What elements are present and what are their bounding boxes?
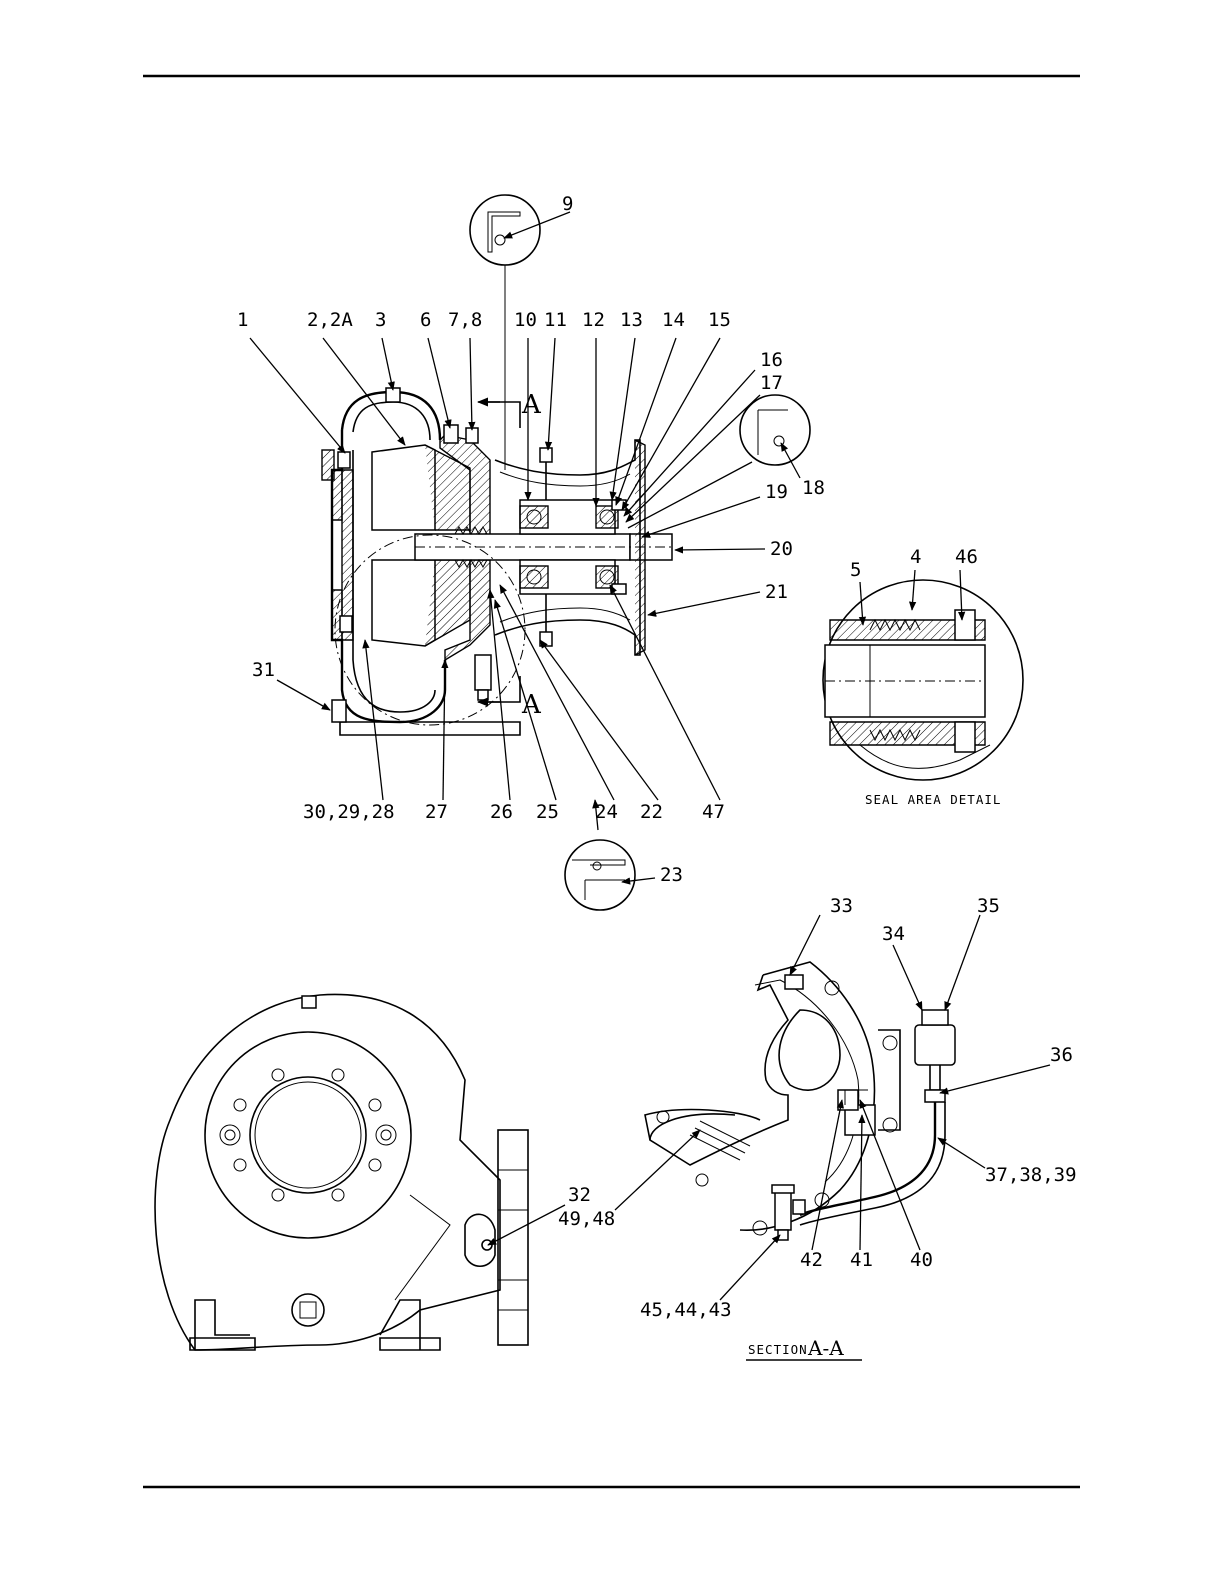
pump-front-view — [155, 994, 528, 1350]
callout-10: 10 — [514, 309, 537, 331]
callout-41: 41 — [850, 1249, 873, 1271]
callout-42: 42 — [800, 1249, 823, 1271]
callout-3: 3 — [375, 309, 386, 331]
callout-26: 26 — [490, 801, 513, 823]
callout-45-44-43: 45,44,43 — [640, 1299, 732, 1321]
callout-21: 21 — [765, 581, 788, 603]
callout-9: 9 — [562, 193, 573, 215]
section-caption-word: SECTION — [748, 1342, 808, 1357]
detail-bubble-23 — [565, 840, 635, 910]
callout-22: 22 — [640, 801, 663, 823]
callout-20: 20 — [770, 538, 793, 560]
callout-37-38-39: 37,38,39 — [985, 1164, 1077, 1186]
callout-12: 12 — [582, 309, 605, 331]
callout-15: 15 — [708, 309, 731, 331]
callout-27: 27 — [425, 801, 448, 823]
callout-6: 6 — [420, 309, 431, 331]
callout-7-8: 7,8 — [448, 309, 482, 331]
callout-36: 36 — [1050, 1044, 1073, 1066]
callout-46: 46 — [955, 546, 978, 568]
callout-34: 34 — [882, 923, 905, 945]
callout-35: 35 — [977, 895, 1000, 917]
seal-area-detail: SEAL AREA DETAIL — [823, 580, 1023, 807]
callout-40: 40 — [910, 1249, 933, 1271]
callout-49-48: 49,48 — [558, 1208, 615, 1230]
callout-2-2a: 2,2A — [307, 309, 353, 331]
callout-17: 17 — [760, 372, 783, 394]
callout-24: 24 — [595, 801, 618, 823]
callout-23: 23 — [660, 864, 683, 886]
section-caption-letters: A-A — [807, 1336, 844, 1360]
seal-detail-caption: SEAL AREA DETAIL — [865, 792, 1001, 807]
callout-25: 25 — [536, 801, 559, 823]
callout-1: 1 — [237, 309, 248, 331]
detail-bubble-9 — [470, 195, 540, 265]
callout-19: 19 — [765, 481, 788, 503]
section-mark-top: A — [521, 390, 542, 420]
callout-13: 13 — [620, 309, 643, 331]
callout-4: 4 — [910, 546, 921, 568]
callout-30-29-28: 30,29,28 — [303, 801, 395, 823]
callout-11: 11 — [544, 309, 567, 331]
detail-bubble-18 — [740, 395, 810, 465]
callout-32: 32 — [568, 1184, 591, 1206]
callout-16: 16 — [760, 349, 783, 371]
callout-14: 14 — [662, 309, 685, 331]
callout-31: 31 — [252, 659, 275, 681]
callout-47: 47 — [702, 801, 725, 823]
callout-33: 33 — [830, 895, 853, 917]
callout-5: 5 — [850, 559, 861, 581]
callout-18: 18 — [802, 477, 825, 499]
